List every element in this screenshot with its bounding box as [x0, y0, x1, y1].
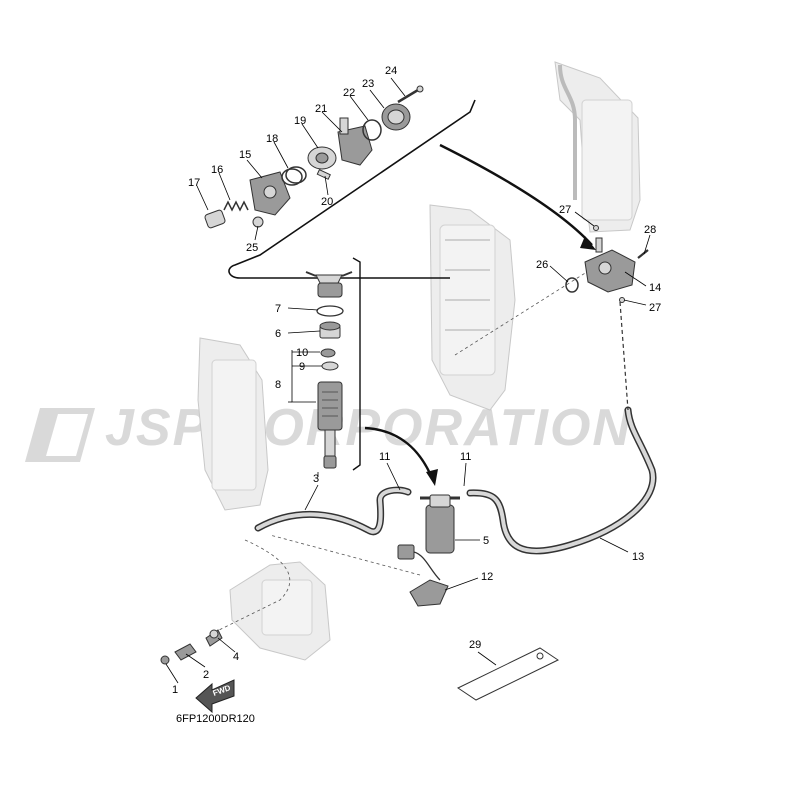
- part-14-fuel-pump: [584, 237, 636, 293]
- part-22-o-ring: [362, 119, 382, 141]
- callout-5: 5: [483, 535, 489, 547]
- part-10-washer: [320, 348, 336, 358]
- callout-16: 16: [211, 164, 223, 176]
- exploded-view-bracket-upper: [228, 99, 596, 279]
- part-23-cover: [381, 103, 411, 131]
- ghost-engine-right-upper: [554, 61, 641, 233]
- part-25-nut: [252, 216, 264, 228]
- callout-12: 12: [481, 571, 493, 583]
- ghost-engine-center-block: [429, 204, 516, 411]
- part-1-nut: [160, 655, 170, 665]
- callout-20: 20: [321, 196, 333, 208]
- fuel-hoses: [254, 301, 657, 555]
- callout-29: 29: [469, 639, 481, 651]
- callout-1: 1: [172, 684, 178, 696]
- part-16-spring: [223, 200, 249, 212]
- part-filter-cap: [305, 271, 353, 298]
- part-28-bolt: [637, 249, 649, 259]
- callout-28: 28: [644, 224, 656, 236]
- callout-21: 21: [315, 103, 327, 115]
- ghost-lower-bracket: [229, 561, 331, 661]
- callout-11-right: 11: [460, 451, 471, 463]
- ghost-engine-left-block: [197, 337, 269, 511]
- callout-26: 26: [536, 259, 548, 271]
- part-15-pump-body: [249, 171, 291, 216]
- callout-8: 8: [275, 379, 281, 391]
- diagram-code: 6FP1200DR120: [176, 713, 255, 725]
- callout-4: 4: [233, 651, 239, 663]
- part-12-bracket: [409, 579, 449, 607]
- part-18-spring: [281, 166, 307, 186]
- callout-19: 19: [294, 115, 306, 127]
- part-27-clips: [593, 225, 625, 303]
- part-17-cap: [204, 209, 226, 229]
- part-19-diaphragm: [307, 146, 337, 170]
- callout-11-left: 11: [379, 451, 390, 463]
- callout-18: 18: [266, 133, 278, 145]
- part-9-float: [321, 361, 339, 371]
- callout-24: 24: [385, 65, 397, 77]
- callout-6: 6: [275, 328, 281, 340]
- part-21-housing: [337, 117, 373, 166]
- callout-27-upper: 27: [559, 204, 571, 216]
- part-26-seal: [565, 277, 579, 293]
- callout-23: 23: [362, 78, 374, 90]
- callout-numbers: 24 23 22 21 19 18 15 16 17 20 25 7 6 10 …: [172, 65, 661, 696]
- part-6-filter-element: [319, 321, 341, 339]
- callout-22: 22: [343, 87, 355, 99]
- callout-3: 3: [313, 473, 319, 485]
- hidden-lines: [214, 269, 591, 633]
- part-7-o-ring: [316, 305, 344, 317]
- callout-25: 25: [246, 242, 258, 254]
- leader-lines: [165, 77, 651, 684]
- fwd-arrow-icon: FWD: [195, 679, 235, 714]
- callout-15: 15: [239, 149, 251, 161]
- part-24-screw: [397, 85, 424, 104]
- part-4-fitting: [205, 629, 223, 647]
- callout-2: 2: [203, 669, 209, 681]
- part-5-fuel-filter: [420, 494, 460, 554]
- callout-14: 14: [649, 282, 661, 294]
- exploded-view-bracket-filter: [352, 257, 438, 486]
- part-5-connector: [397, 544, 441, 581]
- callout-27-lower: 27: [649, 302, 661, 314]
- part-8-filter-cup: [317, 381, 343, 469]
- callout-13: 13: [632, 551, 644, 563]
- callout-9: 9: [299, 361, 305, 373]
- callout-10: 10: [296, 347, 308, 359]
- part-29-label-plate: [456, 647, 560, 701]
- callout-7: 7: [275, 303, 281, 315]
- callout-17: 17: [188, 177, 200, 189]
- part-2-joint: [174, 643, 197, 661]
- part-20-pin: [316, 168, 331, 180]
